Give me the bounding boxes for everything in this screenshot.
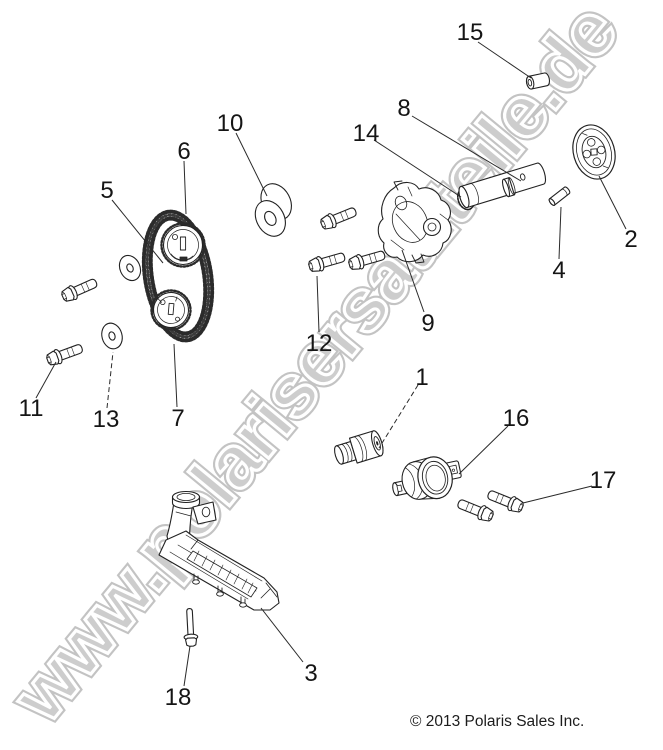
callout-label-1: 1 <box>415 364 428 391</box>
callout-label-10: 10 <box>217 110 244 137</box>
leader-line-17 <box>522 485 593 504</box>
copyright-text: © 2013 Polaris Sales Inc. <box>410 713 584 730</box>
part-2-rotor <box>572 124 616 180</box>
leader-line-16 <box>458 425 509 475</box>
callout-label-7: 7 <box>171 405 184 432</box>
callout-label-17: 17 <box>590 467 617 494</box>
callout-label-14: 14 <box>353 120 380 147</box>
part-8-shaft <box>458 162 547 209</box>
callout-label-18: 18 <box>165 684 192 711</box>
part-1-valve <box>334 430 384 465</box>
callout-label-6: 6 <box>177 138 190 165</box>
part-4-pin <box>548 186 571 206</box>
leader-line-9 <box>401 249 425 313</box>
callout-label-15: 15 <box>457 19 484 46</box>
callout-label-16: 16 <box>503 405 530 432</box>
leader-line-10 <box>235 132 268 197</box>
callout-label-2: 2 <box>624 226 637 253</box>
leader-line-4 <box>558 206 562 260</box>
leader-line-11 <box>35 361 57 399</box>
leader-line-15 <box>477 41 532 79</box>
leader-line-12 <box>316 275 320 333</box>
leader-line-3 <box>260 607 304 663</box>
part-16-housing <box>392 456 462 500</box>
leader-line-5 <box>111 199 164 264</box>
callout-label-13: 13 <box>93 406 120 433</box>
callout-label-11: 11 <box>19 395 44 422</box>
leader-line-6 <box>183 160 187 215</box>
part-15-bushing <box>525 72 551 90</box>
part-10-spacer <box>254 183 292 237</box>
callout-label-3: 3 <box>304 660 317 687</box>
callout-label-9: 9 <box>421 310 434 337</box>
leader-line-1 <box>378 384 419 449</box>
sprocket-upper <box>160 222 206 268</box>
leader-line-2 <box>598 175 627 230</box>
callout-label-5: 5 <box>100 177 113 204</box>
part-3-pickup <box>158 490 280 611</box>
part-9-oil-pump <box>377 180 452 264</box>
leader-line-13 <box>106 351 114 409</box>
leader-lines <box>35 41 627 687</box>
leader-line-8 <box>411 115 522 182</box>
leader-line-14 <box>373 139 462 198</box>
callout-labels: 1 2 3 4 5 6 7 8 9 10 11 12 13 14 15 16 1… <box>19 19 638 711</box>
leader-line-18 <box>183 645 191 687</box>
leader-line-7 <box>173 343 178 408</box>
callout-label-12: 12 <box>306 330 333 357</box>
callout-label-4: 4 <box>552 257 565 284</box>
part-chain-and-sprockets <box>141 209 215 343</box>
parts-artwork <box>44 72 616 648</box>
sprocket-lower <box>150 289 192 331</box>
callout-label-8: 8 <box>397 95 410 122</box>
